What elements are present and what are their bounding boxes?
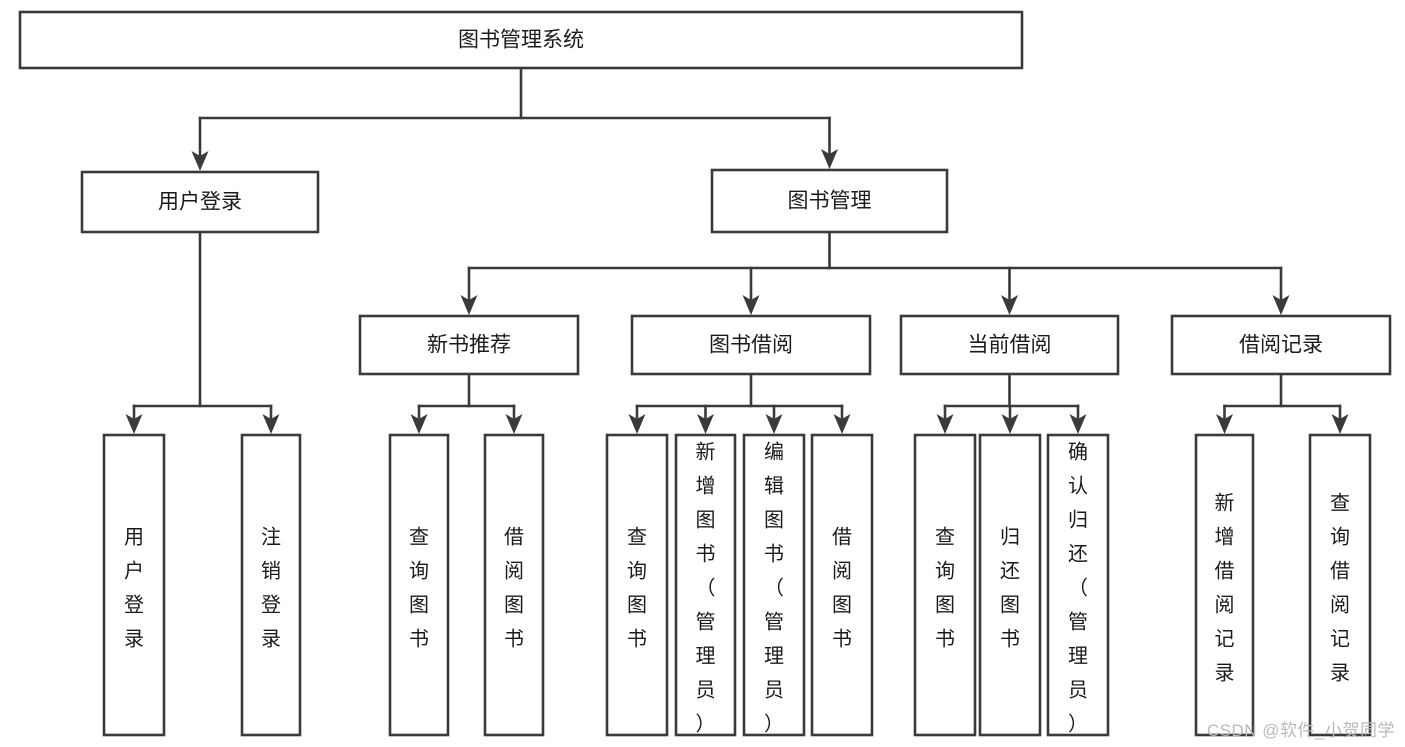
node-leaf-borrow-book-2[interactable]: 借阅图书	[810, 433, 874, 737]
node-leaf-add-record[interactable]: 新增借阅记录	[1194, 433, 1255, 737]
arrow-head-icon	[505, 414, 523, 434]
node-leaf-query-book-1-rect	[388, 433, 450, 737]
arrow-head-icon	[628, 414, 646, 434]
arrow-head-icon	[460, 295, 478, 315]
node-leaf-query-record-label: 查询借阅记录	[1330, 492, 1350, 685]
node-leaf-confirm-return[interactable]: 确认归还（管理员）	[1046, 433, 1110, 737]
node-borrow-record-label: 借阅记录	[1239, 334, 1323, 357]
node-leaf-user-login-rect	[102, 433, 166, 737]
node-leaf-edit-book-rect	[742, 433, 806, 737]
node-leaf-query-book-3-rect	[913, 433, 977, 737]
node-leaf-add-book-label: 新增图书（管理员）	[696, 441, 716, 736]
arrow-head-icon	[833, 414, 851, 434]
node-leaf-query-book-3[interactable]: 查询图书	[913, 433, 977, 737]
arrow-head-icon	[262, 414, 280, 434]
arrow-head-icon	[697, 414, 714, 434]
node-book-borrow[interactable]: 图书借阅	[630, 314, 872, 376]
arrow-head-icon	[765, 414, 783, 434]
node-leaf-query-book-2[interactable]: 查询图书	[605, 433, 669, 737]
node-current-borrow[interactable]: 当前借阅	[899, 314, 1120, 376]
node-root-system-rect	[18, 10, 1024, 70]
node-leaf-user-logout-label: 注销登录	[261, 526, 281, 651]
node-root-system-label: 图书管理系统	[458, 29, 584, 52]
node-new-book-recommend[interactable]: 新书推荐	[358, 314, 580, 376]
node-leaf-borrow-book-1-rect	[483, 433, 545, 737]
node-leaf-user-login[interactable]: 用户登录	[102, 433, 166, 737]
arrow-head-icon	[742, 295, 760, 315]
node-layer: 图书管理系统用户登录图书管理新书推荐图书借阅当前借阅借阅记录用户登录注销登录查询…	[18, 10, 1392, 737]
node-leaf-return-book-label: 归还图书	[1000, 526, 1020, 651]
node-leaf-edit-book[interactable]: 编辑图书（管理员）	[742, 433, 806, 737]
node-leaf-borrow-book-2-rect	[810, 433, 874, 737]
node-leaf-confirm-return-rect	[1046, 433, 1110, 737]
node-borrow-record-rect	[1170, 314, 1392, 376]
node-leaf-edit-book-label: 编辑图书（管理员）	[764, 441, 784, 736]
node-leaf-query-book-1-label: 查询图书	[409, 526, 429, 651]
node-leaf-query-book-1[interactable]: 查询图书	[388, 433, 450, 737]
node-leaf-query-record-rect	[1308, 433, 1372, 737]
arrow-head-icon	[125, 414, 143, 434]
node-leaf-query-book-2-label: 查询图书	[627, 526, 647, 651]
arrow-head-icon	[821, 149, 838, 169]
node-leaf-add-record-label: 新增借阅记录	[1215, 492, 1235, 685]
node-book-manage[interactable]: 图书管理	[710, 168, 949, 234]
arrow-head-icon	[1272, 295, 1290, 315]
node-user-login[interactable]: 用户登录	[80, 170, 320, 234]
connector-layer	[125, 66, 1349, 434]
node-leaf-add-book[interactable]: 新增图书（管理员）	[674, 433, 737, 737]
node-leaf-borrow-book-1-label: 借阅图书	[504, 526, 524, 651]
watermark-text: CSDN @软件_小贺同学	[1206, 721, 1395, 740]
node-book-borrow-label: 图书借阅	[709, 334, 793, 357]
node-user-login-rect	[80, 170, 320, 234]
node-root-system[interactable]: 图书管理系统	[18, 10, 1024, 70]
node-leaf-borrow-book-1[interactable]: 借阅图书	[483, 433, 545, 737]
node-new-book-recommend-label: 新书推荐	[427, 334, 511, 357]
node-leaf-query-book-2-rect	[605, 433, 669, 737]
arrow-head-icon	[1001, 295, 1018, 315]
node-book-borrow-rect	[630, 314, 872, 376]
node-current-borrow-label: 当前借阅	[968, 334, 1052, 357]
node-leaf-user-logout-rect	[240, 433, 302, 737]
node-borrow-record[interactable]: 借阅记录	[1170, 314, 1392, 376]
node-leaf-user-logout[interactable]: 注销登录	[240, 433, 302, 737]
node-new-book-recommend-rect	[358, 314, 580, 376]
arrow-head-icon	[1001, 414, 1019, 434]
node-leaf-add-book-rect	[674, 433, 737, 737]
node-leaf-query-book-3-label: 查询图书	[935, 526, 955, 651]
arrow-head-icon	[191, 151, 209, 171]
node-leaf-return-book[interactable]: 归还图书	[978, 433, 1042, 737]
node-leaf-user-login-label: 用户登录	[124, 527, 144, 651]
node-leaf-confirm-return-label: 确认归还（管理员）	[1068, 441, 1088, 736]
node-leaf-borrow-book-2-label: 借阅图书	[832, 526, 852, 651]
node-leaf-return-book-rect	[978, 433, 1042, 737]
arrow-head-icon	[936, 414, 954, 434]
node-current-borrow-rect	[899, 314, 1120, 376]
arrow-head-icon	[1069, 414, 1087, 434]
node-user-login-label: 用户登录	[158, 191, 242, 214]
arrow-head-icon	[410, 414, 428, 434]
node-book-manage-label: 图书管理	[788, 190, 872, 213]
arrow-head-icon	[1216, 414, 1233, 434]
node-book-manage-rect	[710, 168, 949, 234]
arrow-head-icon	[1331, 414, 1349, 434]
node-leaf-query-record[interactable]: 查询借阅记录	[1308, 433, 1372, 737]
node-leaf-add-record-rect	[1194, 433, 1255, 737]
